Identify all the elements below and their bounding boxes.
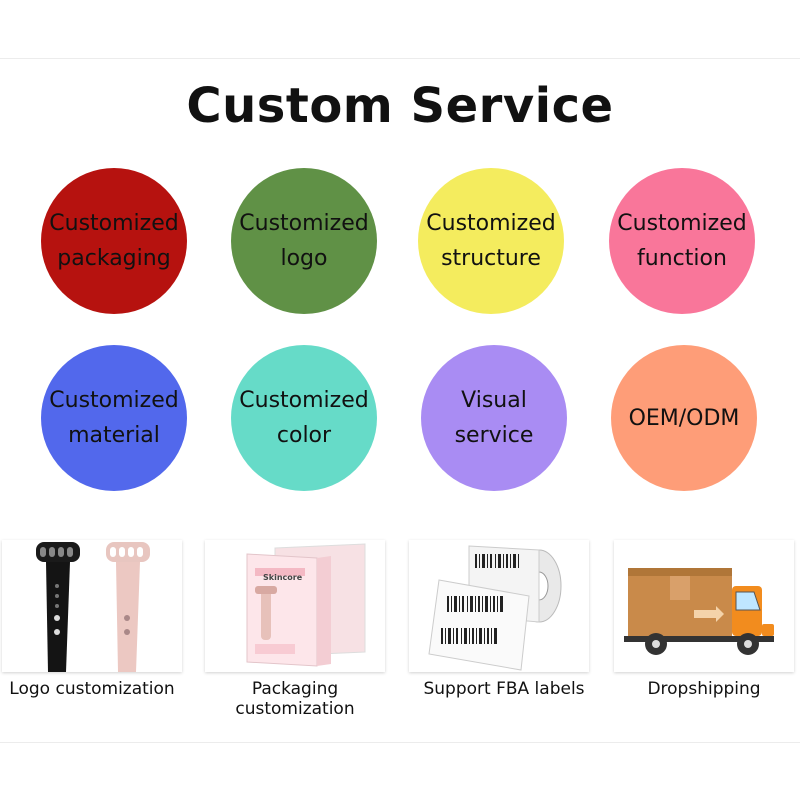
service-label: Customized structure — [426, 211, 556, 271]
packaging-customization-caption: Packaging customization — [235, 679, 355, 719]
service-circle-logo: Customized logo — [231, 168, 377, 314]
service-circle-oem-odm: OEM/ODM — [611, 345, 757, 491]
logo-customization-caption: Logo customization — [9, 679, 175, 699]
service-circle-material: Customized material — [41, 345, 187, 491]
beauty-wand-image — [36, 542, 150, 672]
service-circle-structure: Customized structure — [418, 168, 564, 314]
service-label: Customized packaging — [49, 211, 179, 271]
service-circle-color: Customized color — [231, 345, 377, 491]
logo-customization-tile — [2, 540, 182, 672]
packaging-tile: Skincore — [205, 540, 385, 672]
service-label: Customized material — [49, 388, 179, 448]
fba-labels-tile — [409, 540, 589, 672]
delivery-truck-image — [624, 568, 774, 655]
service-label: Customized logo — [239, 211, 369, 271]
fba-labels-caption: Support FBA labels — [423, 679, 585, 699]
packaging-brand-text: Skincore — [263, 573, 303, 582]
service-label: Customized function — [617, 211, 747, 271]
service-circle-visual: Visual service — [421, 345, 567, 491]
service-label: Visual service — [454, 388, 534, 448]
page-title: Custom Service — [186, 78, 614, 134]
service-label: OEM/ODM — [628, 405, 740, 431]
package-box-image: Skincore — [246, 543, 366, 667]
barcode-label-roll-image — [428, 545, 562, 671]
dropshipping-caption: Dropshipping — [647, 679, 761, 699]
service-circle-function: Customized function — [609, 168, 755, 314]
dropshipping-tile — [614, 540, 794, 672]
service-label: Customized color — [239, 388, 369, 448]
service-circle-packaging: Customized packaging — [41, 168, 187, 314]
